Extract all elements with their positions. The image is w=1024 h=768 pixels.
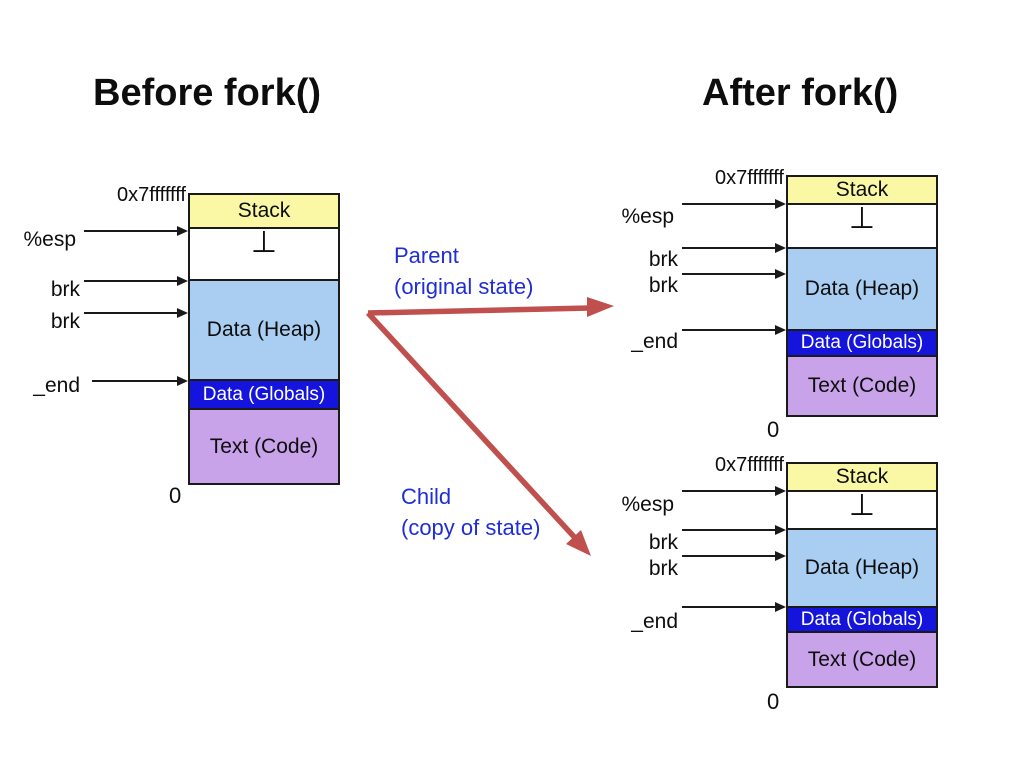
end-pointer-label: _end: [33, 374, 80, 397]
brk-pointer-label: brk: [648, 248, 678, 271]
memory-box: Stack ⊥ Data (Heap) Data (Globals) Text …: [188, 193, 340, 485]
segment-code-label: Text (Code): [807, 374, 917, 397]
end-arrow: [682, 325, 786, 335]
segment-code-label: Text (Code): [209, 434, 319, 458]
segment-free-space: ⊥: [190, 229, 338, 281]
segment-heap-label: Data (Heap): [804, 277, 920, 300]
segment-free-space: ⊥: [788, 205, 936, 249]
brk-pointer-label: brk: [50, 310, 80, 333]
brk-arrow: [682, 269, 786, 279]
stack-pointer-symbol: ⊥: [848, 492, 876, 522]
annotation-parent: Parent (original state): [394, 240, 533, 302]
memory-box: Stack ⊥ Data (Heap) Data (Globals) Text …: [786, 462, 938, 688]
brk-pointer-label: brk: [648, 531, 678, 554]
end-arrow: [92, 376, 188, 386]
annotation-child: Child (copy of state): [401, 481, 540, 543]
esp-arrow: [682, 486, 786, 496]
segment-free-space: ⊥: [788, 492, 936, 530]
top-address-label: 0x7fffffff: [117, 184, 186, 206]
segment-globals-label: Data (Globals): [202, 383, 326, 405]
annotation-child-line2: (copy of state): [401, 515, 541, 540]
bottom-address-label: 0: [767, 689, 780, 714]
esp-pointer-label: %esp: [621, 493, 674, 516]
end-arrow: [682, 602, 786, 612]
top-address-label: 0x7fffffff: [715, 167, 784, 189]
esp-arrow: [682, 199, 786, 209]
segment-code: Text (Code): [788, 633, 936, 686]
annotation-parent-line2: (original state): [394, 274, 534, 299]
segment-stack: Stack: [788, 464, 936, 492]
segment-stack-label: Stack: [835, 465, 889, 488]
segment-code: Text (Code): [788, 357, 936, 415]
segment-globals: Data (Globals): [788, 331, 936, 357]
segment-heap-label: Data (Heap): [206, 318, 322, 341]
segment-globals-label: Data (Globals): [800, 332, 924, 353]
brk-pointer-label: brk: [50, 278, 80, 301]
stack-pointer-symbol: ⊥: [250, 229, 278, 259]
segment-heap: Data (Heap): [190, 281, 338, 381]
brk-arrow: [84, 308, 188, 318]
segment-heap: Data (Heap): [788, 530, 936, 608]
segment-stack: Stack: [190, 195, 338, 229]
brk-arrow: [682, 243, 786, 253]
bottom-address-label: 0: [767, 417, 780, 442]
esp-pointer-label: %esp: [621, 205, 674, 228]
annotation-child-line1: Child: [401, 484, 452, 509]
segment-stack: Stack: [788, 177, 936, 205]
brk-arrow: [84, 276, 188, 286]
segment-stack-label: Stack: [835, 178, 889, 201]
end-pointer-label: _end: [631, 330, 678, 353]
segment-globals: Data (Globals): [788, 608, 936, 633]
stack-pointer-symbol: ⊥: [848, 205, 876, 235]
memory-box: Stack ⊥ Data (Heap) Data (Globals) Text …: [786, 175, 938, 417]
top-address-label: 0x7fffffff: [715, 454, 784, 476]
brk-arrow: [682, 525, 786, 535]
esp-pointer-label: %esp: [23, 228, 76, 251]
segment-code: Text (Code): [190, 410, 338, 483]
bottom-address-label: 0: [169, 483, 182, 508]
segment-globals: Data (Globals): [190, 381, 338, 410]
end-pointer-label: _end: [631, 610, 678, 633]
brk-arrow: [682, 551, 786, 561]
annotation-parent-line1: Parent: [394, 243, 459, 268]
segment-globals-label: Data (Globals): [800, 608, 924, 630]
brk-pointer-label: brk: [648, 274, 678, 297]
segment-heap-label: Data (Heap): [804, 556, 920, 579]
title-after-fork: After fork(): [702, 72, 899, 114]
segment-heap: Data (Heap): [788, 249, 936, 331]
title-before-fork: Before fork(): [93, 72, 322, 114]
esp-arrow: [84, 226, 188, 236]
segment-stack-label: Stack: [237, 199, 291, 222]
segment-code-label: Text (Code): [807, 647, 917, 671]
brk-pointer-label: brk: [648, 557, 678, 580]
